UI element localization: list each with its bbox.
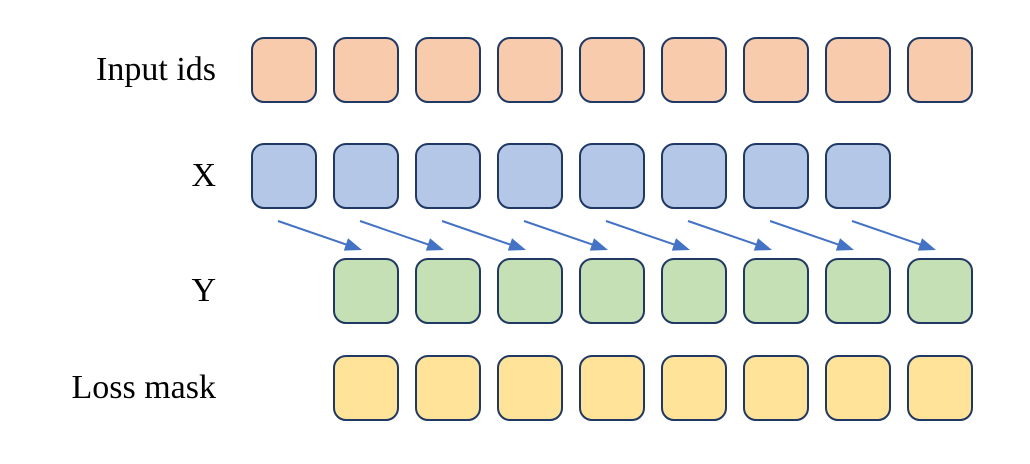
cell-x-1: [251, 143, 317, 209]
cell-input-ids-8: [825, 37, 891, 103]
cell-input-ids-6: [661, 37, 727, 103]
cell-x-4: [497, 143, 563, 209]
arrow-x7-to-y8: [769, 220, 854, 251]
arrow-head: [835, 238, 854, 251]
arrow-x6-to-y7: [687, 220, 772, 251]
arrow-head: [917, 238, 936, 251]
cell-x-6: [661, 143, 727, 209]
arrow-head: [507, 238, 526, 251]
cell-x-7: [743, 143, 809, 209]
cell-loss-mask-3: [497, 355, 563, 421]
cell-x-8: [825, 143, 891, 209]
arrow-head: [753, 238, 772, 251]
row-label-loss-mask: Loss mask: [71, 369, 217, 406]
arrow-head: [343, 238, 362, 251]
cell-loss-mask-4: [579, 355, 645, 421]
cell-y-8: [907, 258, 973, 324]
cell-x-3: [415, 143, 481, 209]
cell-y-2: [415, 258, 481, 324]
cell-y-7: [825, 258, 891, 324]
cell-loss-mask-6: [743, 355, 809, 421]
arrow-shaft: [277, 220, 349, 247]
arrow-head: [425, 238, 444, 251]
cell-y-4: [579, 258, 645, 324]
arrow-x8-to-y9: [851, 220, 936, 251]
arrow-shaft: [605, 220, 677, 247]
arrow-x4-to-y5: [523, 220, 608, 251]
arrow-head: [589, 238, 608, 251]
row-label-y: Y: [191, 272, 216, 309]
cell-y-1: [333, 258, 399, 324]
arrow-shaft: [851, 220, 923, 247]
cell-input-ids-3: [415, 37, 481, 103]
arrow-shaft: [359, 220, 431, 247]
cell-input-ids-2: [333, 37, 399, 103]
cell-input-ids-7: [743, 37, 809, 103]
cell-x-2: [333, 143, 399, 209]
row-label-x: X: [191, 157, 216, 194]
cell-loss-mask-2: [415, 355, 481, 421]
arrow-head: [671, 238, 690, 251]
cell-loss-mask-8: [907, 355, 973, 421]
arrow-x3-to-y4: [441, 220, 526, 251]
cell-input-ids-1: [251, 37, 317, 103]
row-label-input-ids: Input ids: [96, 51, 216, 88]
cell-loss-mask-1: [333, 355, 399, 421]
cell-input-ids-4: [497, 37, 563, 103]
cell-loss-mask-5: [661, 355, 727, 421]
cell-loss-mask-7: [825, 355, 891, 421]
cell-x-5: [579, 143, 645, 209]
cell-y-3: [497, 258, 563, 324]
arrow-shaft: [523, 220, 595, 247]
arrow-x1-to-y2: [277, 220, 362, 251]
cell-y-5: [661, 258, 727, 324]
arrow-shaft: [769, 220, 841, 247]
arrow-shaft: [687, 220, 759, 247]
cell-input-ids-5: [579, 37, 645, 103]
arrow-x5-to-y6: [605, 220, 690, 251]
arrow-x2-to-y3: [359, 220, 444, 251]
arrow-shaft: [441, 220, 513, 247]
cell-input-ids-9: [907, 37, 973, 103]
cell-y-6: [743, 258, 809, 324]
